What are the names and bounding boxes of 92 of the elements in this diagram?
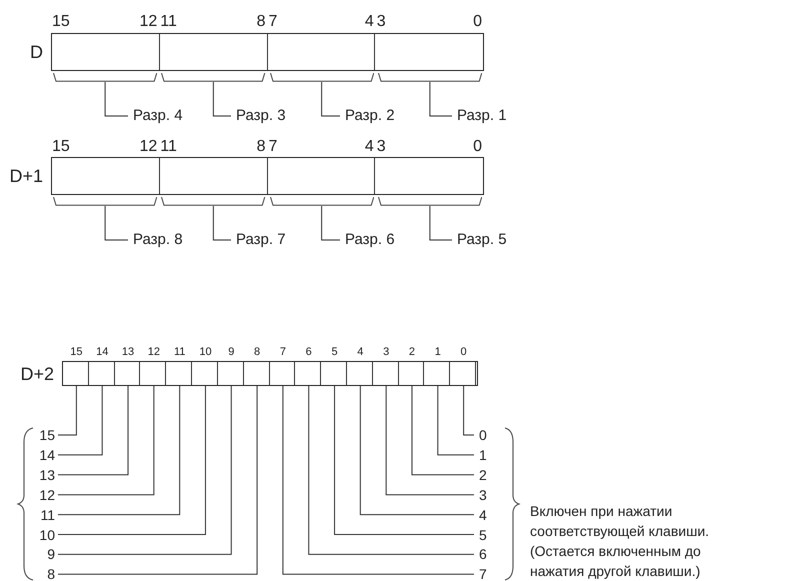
leader-line xyxy=(58,384,103,456)
bit-number: 12 xyxy=(139,14,158,30)
bit-number: 7 xyxy=(268,139,278,155)
bit-label: Разр. 6 xyxy=(340,231,395,249)
bit-label: 10 xyxy=(34,526,58,544)
register-name: D+1 xyxy=(8,166,44,186)
bit-label: 5 xyxy=(474,526,487,544)
bit-number: 4 xyxy=(357,347,364,358)
bit-number: 13 xyxy=(122,347,134,358)
bit-number: 1 xyxy=(434,347,441,358)
bit-number: 6 xyxy=(306,347,312,358)
bit-label: Разр. 3 xyxy=(231,107,286,125)
register-name: D xyxy=(29,42,44,62)
leader-line xyxy=(58,384,154,496)
register-name: D+2 xyxy=(19,364,55,384)
leader-line xyxy=(212,206,232,240)
bit-number: 0 xyxy=(473,14,482,30)
leader-line xyxy=(334,384,474,535)
bit-label: 2 xyxy=(474,466,487,484)
bit-number: 3 xyxy=(383,347,390,358)
bit-label: 7 xyxy=(474,565,487,581)
brace-symbol xyxy=(270,73,374,82)
bit-number: 3 xyxy=(376,139,386,155)
bit-label: 15 xyxy=(34,426,58,444)
bit-number: 3 xyxy=(376,14,386,30)
leader-line xyxy=(58,384,129,476)
bit-number: 0 xyxy=(473,139,482,155)
leader-line xyxy=(212,82,232,116)
bit-number: 8 xyxy=(256,139,266,155)
bit-number: 7 xyxy=(268,14,278,30)
bit-label: Разр. 4 xyxy=(128,107,183,125)
leader-line xyxy=(437,384,474,456)
brace-symbol xyxy=(378,73,482,82)
leader-line xyxy=(411,384,474,476)
bit-label: 1 xyxy=(474,446,487,464)
leader-line xyxy=(321,206,340,240)
bit-number: 2 xyxy=(408,347,416,358)
bit-number: 7 xyxy=(280,347,286,358)
brace-symbol xyxy=(161,197,266,206)
bit-label: 14 xyxy=(34,446,58,464)
brace-symbol xyxy=(161,73,266,82)
bit-label: Разр. 5 xyxy=(452,231,507,249)
leader-line xyxy=(58,384,258,575)
leader-line xyxy=(386,384,474,496)
bit-number: 12 xyxy=(148,347,160,358)
leader-line xyxy=(429,206,452,240)
leader-line xyxy=(104,82,128,116)
brace-symbol xyxy=(270,197,374,206)
bit-number: 0 xyxy=(460,347,467,358)
bit-label: 9 xyxy=(34,545,58,564)
bit-label: 0 xyxy=(474,426,487,444)
bit-label: Разр. 7 xyxy=(231,231,286,249)
leader-line xyxy=(58,384,180,516)
bit-number: 8 xyxy=(254,347,260,358)
leader-line xyxy=(321,82,340,116)
bit-number: 15 xyxy=(70,347,83,358)
bit-label: Разр. 1 xyxy=(452,107,507,125)
leader-line xyxy=(429,82,452,116)
bit-number: 12 xyxy=(139,139,158,155)
leader-line xyxy=(58,384,232,555)
leader-line xyxy=(463,384,474,436)
bit-number: 15 xyxy=(52,139,70,155)
bit-label: 3 xyxy=(474,486,487,504)
bit-number: 4 xyxy=(364,139,374,155)
leader-line xyxy=(360,384,474,516)
leader-line xyxy=(308,384,474,555)
brace-symbol xyxy=(378,197,482,206)
bit-label: Разр. 8 xyxy=(128,231,183,249)
leader-line xyxy=(58,384,206,535)
bit-label: 8 xyxy=(34,565,58,581)
bit-number: 11 xyxy=(160,139,177,155)
bit-number: 10 xyxy=(199,347,212,358)
bit-label: 4 xyxy=(474,506,487,524)
bit-number: 15 xyxy=(52,14,70,30)
brace-symbol xyxy=(53,73,158,82)
bit-label: Разр. 2 xyxy=(340,107,395,125)
bit-label: 11 xyxy=(34,506,58,524)
leader-line xyxy=(282,384,474,575)
note-text: Включен при нажатии соответствующей клавиши. (Остается включенным до нажатия другой клавиши.) xyxy=(530,502,710,581)
bit-number: 14 xyxy=(96,347,108,358)
brace-symbol xyxy=(53,197,158,206)
bit-label: 6 xyxy=(474,545,487,564)
bit-number: 8 xyxy=(256,14,266,30)
bit-number: 5 xyxy=(331,347,338,358)
bit-label: 13 xyxy=(34,466,58,484)
bit-number: 11 xyxy=(174,347,186,358)
bit-label: 12 xyxy=(34,486,58,504)
leader-line xyxy=(58,384,77,436)
bit-number: 9 xyxy=(228,347,234,358)
bit-number: 11 xyxy=(160,14,177,30)
bit-number: 4 xyxy=(364,14,374,30)
leader-line xyxy=(104,206,128,240)
